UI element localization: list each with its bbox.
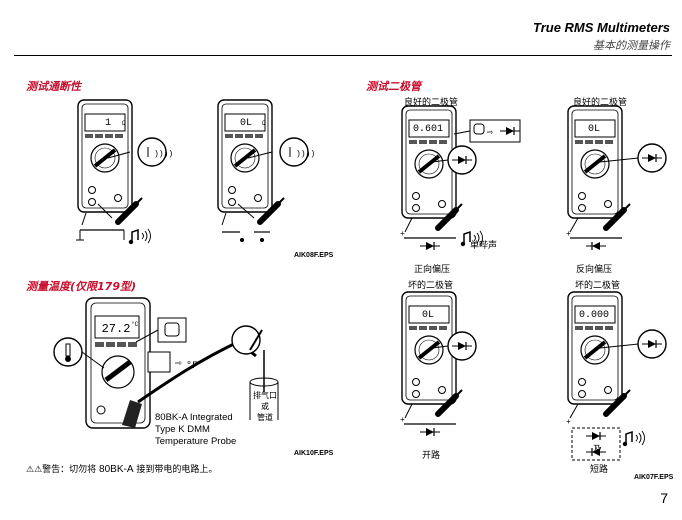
svg-text:⇨: ⇨ <box>487 128 493 139</box>
section-title-diode: 测试二极管 <box>366 80 421 93</box>
diode-meter-good-reverse: 0L + <box>566 104 667 251</box>
svg-text:)))): )))) <box>154 150 173 159</box>
diode-meter-good-forward: 0.601 ⇨ + <box>400 104 521 251</box>
continuity-unit-1: Ω <box>122 120 126 127</box>
vent-line-3: 管道 <box>257 413 273 422</box>
label-good-diode-1: 良好的二极管 <box>404 98 459 108</box>
probe-line-1: 80BK-A Integrated <box>155 412 233 423</box>
section-title-continuity: 测试通断性 <box>26 80 81 93</box>
continuity-meter-1: 1 Ω )))) <box>76 98 173 245</box>
diode-meter-bad-short: 0.000 + <box>566 290 667 461</box>
probe-line-2: Type K DMM <box>155 424 210 435</box>
probe-description: 80BK-A Integrated Type K DMM Temperature… <box>155 412 236 448</box>
svg-text:⇨: ⇨ <box>175 358 182 370</box>
diode-reading-4: 0.000 <box>579 310 609 321</box>
warning-line: ⚠⚠警告：切勿将 80BK-A 接到带电的电路上。 <box>26 462 217 475</box>
continuity-reading-1: 1 <box>105 118 111 129</box>
section-title-temperature: 测量温度(仅限179型) <box>26 280 137 293</box>
warning-prefix: 警告：切勿将 <box>42 465 97 475</box>
label-good-diode-2: 良好的二极管 <box>573 98 628 108</box>
label-short: 短路 <box>590 465 609 475</box>
continuity-reading-2: 0L <box>240 118 252 129</box>
probe-line-3: Temperature Probe <box>155 436 237 447</box>
vent-line-1: 排气口 <box>253 391 277 400</box>
continuity-meter-2: 0L Ω )))) <box>216 98 315 242</box>
eps-diode: AIK07F.EPS <box>634 474 674 481</box>
svg-text:+: + <box>566 418 571 427</box>
svg-text:)))): )))) <box>296 150 315 159</box>
diode-reading-3: 0L <box>422 310 434 321</box>
eps-continuity: AIK08F.EPS <box>294 252 334 259</box>
diode-reading-1: 0.601 <box>413 124 443 135</box>
temperature-meter: 27.2 °C ⇨ °F <box>53 297 279 429</box>
header-title: True RMS Multimeters <box>532 20 670 35</box>
label-forward-bias: 正向偏压 <box>414 265 451 275</box>
diode-meter-bad-open: 0L + <box>400 290 477 437</box>
svg-text:+: + <box>566 230 571 239</box>
header-subtitle: 基本的测量操作 <box>593 39 670 52</box>
vent-line-2: 或 <box>261 402 269 411</box>
continuity-unit-2: Ω <box>262 120 266 127</box>
temperature-reading: 27.2 <box>102 322 131 336</box>
svg-text:+: + <box>400 230 405 239</box>
header-rule <box>14 55 672 56</box>
page-number: 7 <box>660 490 668 506</box>
vent-label: 排气口 或 管道 <box>250 390 280 423</box>
svg-text:+: + <box>400 416 405 425</box>
warning-suffix: 接到带电的电路上。 <box>136 465 218 475</box>
temperature-unit: °C <box>131 321 139 328</box>
label-reverse-bias: 反向偏压 <box>576 265 613 275</box>
eps-temperature: AIK10F.EPS <box>294 450 334 457</box>
label-bad-diode-1: 坏的二极管 <box>408 281 454 291</box>
label-bad-diode-2: 坏的二极管 <box>575 281 621 291</box>
warning-icon: ⚠⚠ <box>26 465 43 475</box>
label-single-beep: 单哔声 <box>470 241 498 251</box>
label-open: 开路 <box>422 451 441 461</box>
warning-model: 80BK-A <box>99 464 134 475</box>
diode-reading-2: 0L <box>588 124 600 135</box>
